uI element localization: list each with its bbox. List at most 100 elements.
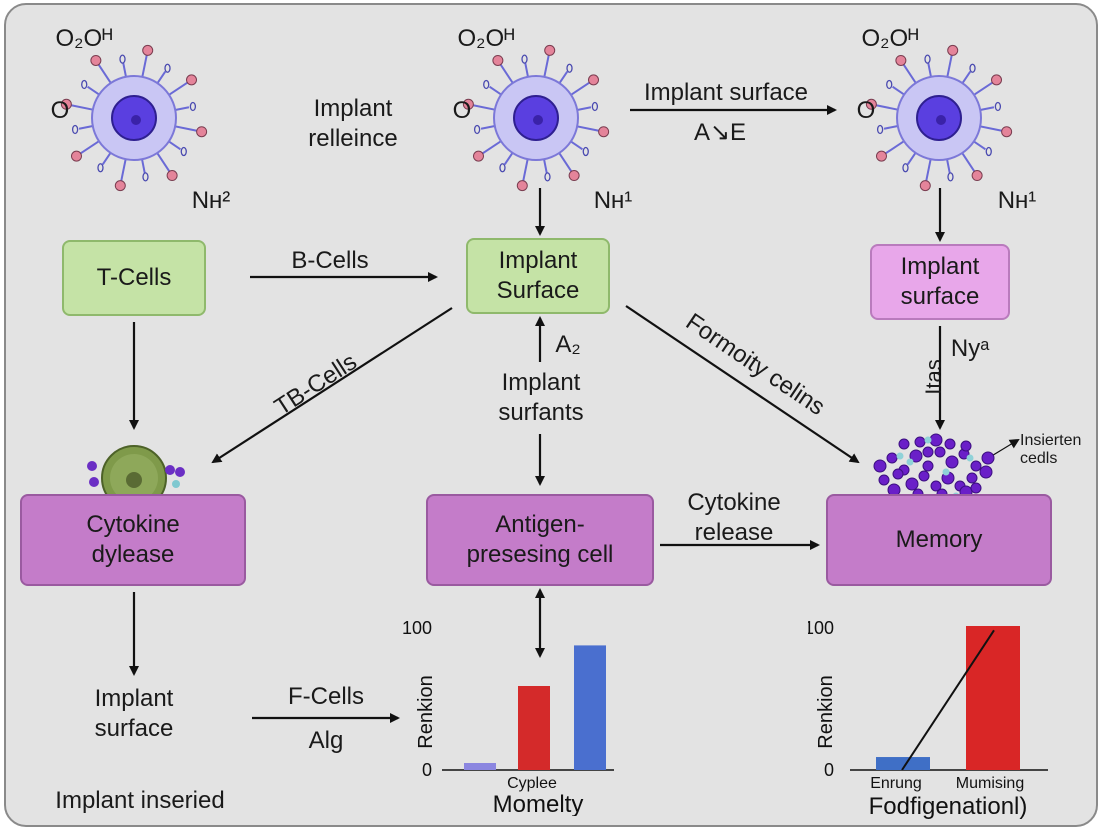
- receptor-stalk: [945, 53, 954, 79]
- cluster-particle: [979, 465, 993, 479]
- cluster-particle: [970, 460, 982, 472]
- receptor-stalk: [140, 53, 149, 79]
- cluster-particle: [914, 436, 926, 448]
- receptor-tip: [598, 126, 610, 138]
- box-implant-surface-mid: Implant Surface: [466, 238, 610, 314]
- cluster-particle: [944, 438, 956, 450]
- receptor-stalk: [901, 62, 918, 86]
- receptor-tip: [70, 150, 82, 162]
- receptor-tip: [1001, 126, 1013, 138]
- chart1-tick-100: 100: [402, 618, 432, 638]
- cell-left-o: O: [50, 97, 70, 124]
- cluster-particle: [945, 455, 959, 469]
- cell-mid-o: O: [452, 97, 472, 124]
- cluster-particle-small: [966, 454, 974, 462]
- receptor-loop: [71, 124, 79, 135]
- receptor-loop: [969, 63, 976, 73]
- receptor-tip: [991, 74, 1003, 86]
- receptor-tip: [971, 170, 983, 182]
- receptor-loop: [164, 63, 171, 73]
- receptor-tip: [568, 170, 580, 182]
- receptor-stalk: [978, 124, 1004, 133]
- receptor-stalk: [480, 139, 504, 156]
- label-alg: Alg: [308, 727, 344, 754]
- receptor-loop: [947, 172, 954, 182]
- chart2-bar-1: [966, 626, 1020, 770]
- label-implant-inseried: Implant inseried: [55, 787, 225, 814]
- cell-right-o: O: [856, 97, 876, 124]
- immune-cell-left: [60, 44, 208, 192]
- cluster-particle: [929, 433, 943, 447]
- cell-right-n: Nʜ¹: [997, 187, 1037, 214]
- receptor-tip: [186, 74, 198, 86]
- nucleolus: [131, 115, 141, 125]
- receptor-stalk: [166, 80, 190, 97]
- immune-cell-middle: [462, 44, 610, 192]
- receptor-tip: [947, 44, 959, 56]
- receptor-stalk: [883, 139, 907, 156]
- arrow-tb-cells: [211, 307, 453, 464]
- cluster-particle-small: [896, 452, 904, 460]
- cluster-particle: [905, 477, 919, 491]
- label-b-cells: B-Cells: [291, 247, 369, 274]
- cell-right-formula: O₂Oᴴ: [861, 25, 919, 52]
- cell-left-formula: O₂Oᴴ: [55, 25, 113, 52]
- cluster-particle: [966, 472, 978, 484]
- receptor-stalk: [971, 80, 995, 97]
- cluster-particle: [909, 449, 923, 463]
- receptor-tip: [492, 54, 504, 66]
- box-t-cells: T-Cells: [62, 240, 206, 316]
- chart1-ylabel: Renkion: [415, 675, 437, 748]
- receptor-tip: [865, 98, 877, 110]
- chart2-bar-0: [876, 757, 930, 770]
- box-memory: Memory: [826, 494, 1052, 586]
- receptor-loop: [876, 124, 884, 135]
- chart2-category-0: Enrung: [870, 775, 922, 792]
- receptor-tip: [472, 150, 484, 162]
- receptor-tip: [516, 180, 528, 192]
- label-ae: A↘E: [693, 119, 747, 146]
- box-implant-surface-right: Implant surface: [870, 244, 1010, 320]
- receptor-loop: [924, 54, 931, 64]
- receptor-stalk: [568, 80, 592, 97]
- chart1-bar-2: [574, 645, 606, 770]
- cluster-particle: [922, 446, 934, 458]
- receptor-tip: [196, 126, 208, 138]
- cell-mid-formula: O₂Oᴴ: [457, 25, 515, 52]
- receptor-stalk: [498, 62, 515, 86]
- receptor-stalk: [557, 150, 574, 174]
- cell-mid-n: Nʜ¹: [593, 187, 633, 214]
- receptor-stalk: [575, 124, 601, 133]
- receptor-tip: [588, 74, 600, 86]
- cluster-particle-small: [906, 458, 914, 466]
- receptor-tip: [90, 54, 102, 66]
- receptor-loop: [180, 146, 187, 157]
- receptor-stalk: [874, 103, 900, 112]
- nucleolus: [533, 115, 543, 125]
- receptor-stalk: [542, 53, 551, 79]
- cluster-particle: [886, 452, 898, 464]
- label-f-cells: F-Cells: [288, 683, 364, 710]
- chart2-tick-0: 0: [824, 760, 834, 780]
- receptor-tip: [166, 170, 178, 182]
- receptor-tip: [60, 98, 72, 110]
- cluster-particle: [981, 451, 995, 465]
- label-a2: A₂: [555, 331, 581, 358]
- particle-cluster: [873, 433, 995, 500]
- receptor-loop: [81, 79, 88, 90]
- receptor-stalk: [119, 157, 128, 183]
- label-implant-surface-arrow: Implant surface: [643, 79, 809, 106]
- cluster-particle: [922, 460, 934, 472]
- receptor-loop: [591, 101, 599, 112]
- receptor-loop: [566, 63, 573, 73]
- receptor-loop: [902, 163, 909, 173]
- receptor-loop: [119, 54, 126, 64]
- chart2-xlabel: Fodfigenationl): [869, 793, 1028, 820]
- chart2-ylabel: Renkion: [815, 675, 837, 748]
- label-implant-relleince: Implant relleince: [308, 95, 398, 152]
- receptor-loop: [582, 146, 589, 157]
- receptor-loop: [483, 79, 490, 90]
- arrow-formoity: [625, 305, 860, 464]
